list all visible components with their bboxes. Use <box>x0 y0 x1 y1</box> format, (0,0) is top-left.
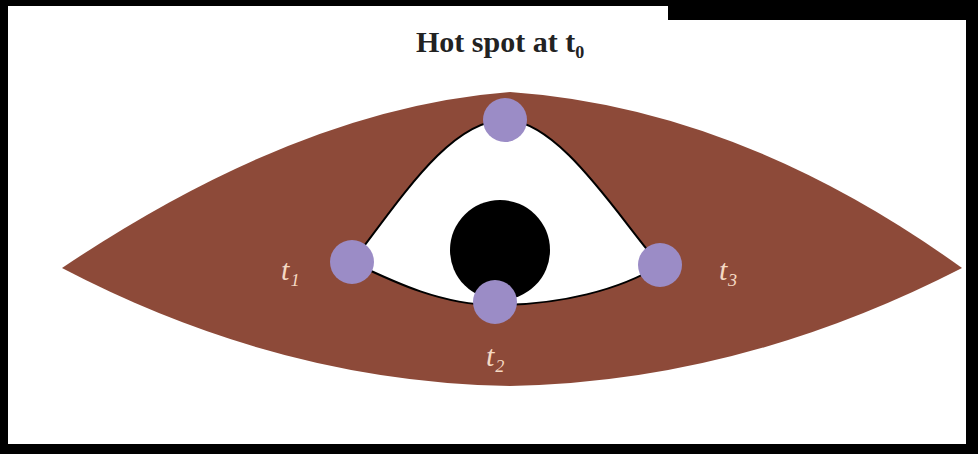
time-label: t₁ <box>281 253 300 287</box>
hot-spot-dot <box>473 280 517 324</box>
time-label: t₂ <box>486 339 505 373</box>
time-label: t₃ <box>719 253 738 287</box>
hot-spot-dot <box>330 240 374 284</box>
accretion-disk <box>62 92 962 386</box>
diagram-title: Hot spot at t₀ <box>416 25 584 59</box>
hot-spot-dot <box>483 98 527 142</box>
white-ground <box>8 20 966 444</box>
inner-region <box>352 120 660 305</box>
hot-spot-dot <box>638 243 682 287</box>
